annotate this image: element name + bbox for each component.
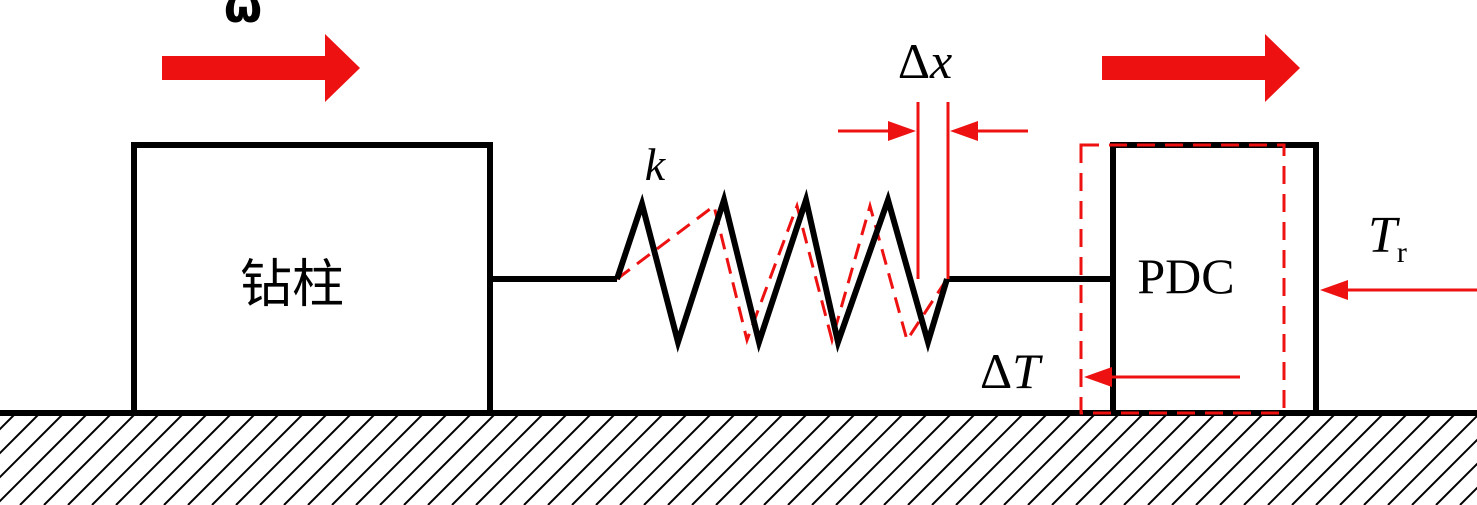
delta-t-label: ΔT xyxy=(980,343,1043,399)
hatch-line xyxy=(1267,414,1361,505)
hatch-line xyxy=(451,414,545,505)
rotation-arrow-left xyxy=(162,34,360,102)
hatch-line xyxy=(739,414,833,505)
hatch-line xyxy=(0,414,65,479)
delta-t-variable: T xyxy=(1012,343,1043,399)
hatch-line xyxy=(1459,486,1477,505)
hatch-line xyxy=(19,414,113,505)
hatch-line xyxy=(235,414,329,505)
hatch-line xyxy=(1171,414,1265,505)
hatch-line xyxy=(835,414,929,505)
hatch-line xyxy=(139,414,233,505)
hatch-line xyxy=(1435,462,1477,505)
hatch-line xyxy=(619,414,713,505)
hatch-line xyxy=(715,414,809,505)
hatch-line xyxy=(571,414,665,505)
hatch-line xyxy=(907,414,1001,505)
delta-x-variable: x xyxy=(929,33,952,89)
hatch-line xyxy=(547,414,641,505)
delta-x-indicator: Δx xyxy=(838,33,1028,279)
resistive-torque-variable: T xyxy=(1368,207,1400,264)
hatch-line xyxy=(115,414,209,505)
hatch-line xyxy=(523,414,617,505)
hatch-line xyxy=(1219,414,1313,505)
resistive-torque-subscript: r xyxy=(1397,236,1407,269)
hatch-line xyxy=(1339,414,1433,505)
hatch-line xyxy=(1411,438,1477,505)
hatch-line xyxy=(379,414,473,505)
hatch-line xyxy=(811,414,905,505)
hatch-line xyxy=(0,414,17,431)
hatch-line xyxy=(955,414,1049,505)
hatch-line xyxy=(427,414,521,505)
delta-x-symbol: Δ xyxy=(898,33,930,89)
hatch-line xyxy=(355,414,449,505)
hatch-line xyxy=(1099,414,1193,505)
hatch-line xyxy=(1195,414,1289,505)
ground-hatching xyxy=(0,414,1477,505)
hatch-line xyxy=(595,414,689,505)
hatch-line xyxy=(499,414,593,505)
hatch-line xyxy=(1003,414,1097,505)
hatch-line xyxy=(883,414,977,505)
hatch-line xyxy=(1051,414,1145,505)
hatch-line xyxy=(0,414,41,455)
hatch-line xyxy=(283,414,377,505)
resistive-torque-arrow-head xyxy=(1320,280,1348,300)
hatch-line xyxy=(667,414,761,505)
delta-t-symbol: Δ xyxy=(980,343,1012,399)
drill-string-label: 钻柱 xyxy=(240,257,344,314)
hatch-line xyxy=(1123,414,1217,505)
hatch-line xyxy=(859,414,953,505)
rotation-arrow-right xyxy=(1102,34,1300,102)
hatch-line xyxy=(331,414,425,505)
delta-x-label: Δx xyxy=(898,33,952,89)
hatch-line xyxy=(403,414,497,505)
hatch-line xyxy=(1315,414,1409,505)
ground xyxy=(0,410,1477,505)
hatch-line xyxy=(307,414,401,505)
hatch-line xyxy=(1387,414,1477,505)
hatch-line xyxy=(643,414,737,505)
delta-x-arrow-right-head xyxy=(950,121,978,141)
hatch-line xyxy=(91,414,185,505)
hatch-line xyxy=(1243,414,1337,505)
hatch-line xyxy=(187,414,281,505)
hatch-line xyxy=(67,414,161,505)
delta-t-arrow-head xyxy=(1084,367,1112,387)
hatch-line xyxy=(931,414,1025,505)
hatch-line xyxy=(979,414,1073,505)
hatch-line xyxy=(1363,414,1457,505)
hatch-line xyxy=(787,414,881,505)
pdc-bit-displaced-outline xyxy=(1079,143,1286,415)
pdc-bit-label: PDC xyxy=(1137,248,1234,304)
hatch-line xyxy=(1027,414,1121,505)
delta-x-arrow-left-head xyxy=(888,121,916,141)
omega-label: ω xyxy=(224,0,262,33)
hatch-line xyxy=(1147,414,1241,505)
spring-constant-label: k xyxy=(645,139,667,190)
hatch-line xyxy=(1075,414,1169,505)
hatch-line xyxy=(43,414,137,505)
hatch-line xyxy=(691,414,785,505)
hatch-line xyxy=(763,414,857,505)
resistive-torque-label: Tr xyxy=(1368,207,1407,269)
hatch-line xyxy=(259,414,353,505)
hatch-line xyxy=(211,414,305,505)
hatch-line xyxy=(475,414,569,505)
spring-coil xyxy=(614,188,950,353)
hatch-line xyxy=(0,414,89,503)
hatch-line xyxy=(163,414,257,505)
hatch-line xyxy=(1291,414,1385,505)
